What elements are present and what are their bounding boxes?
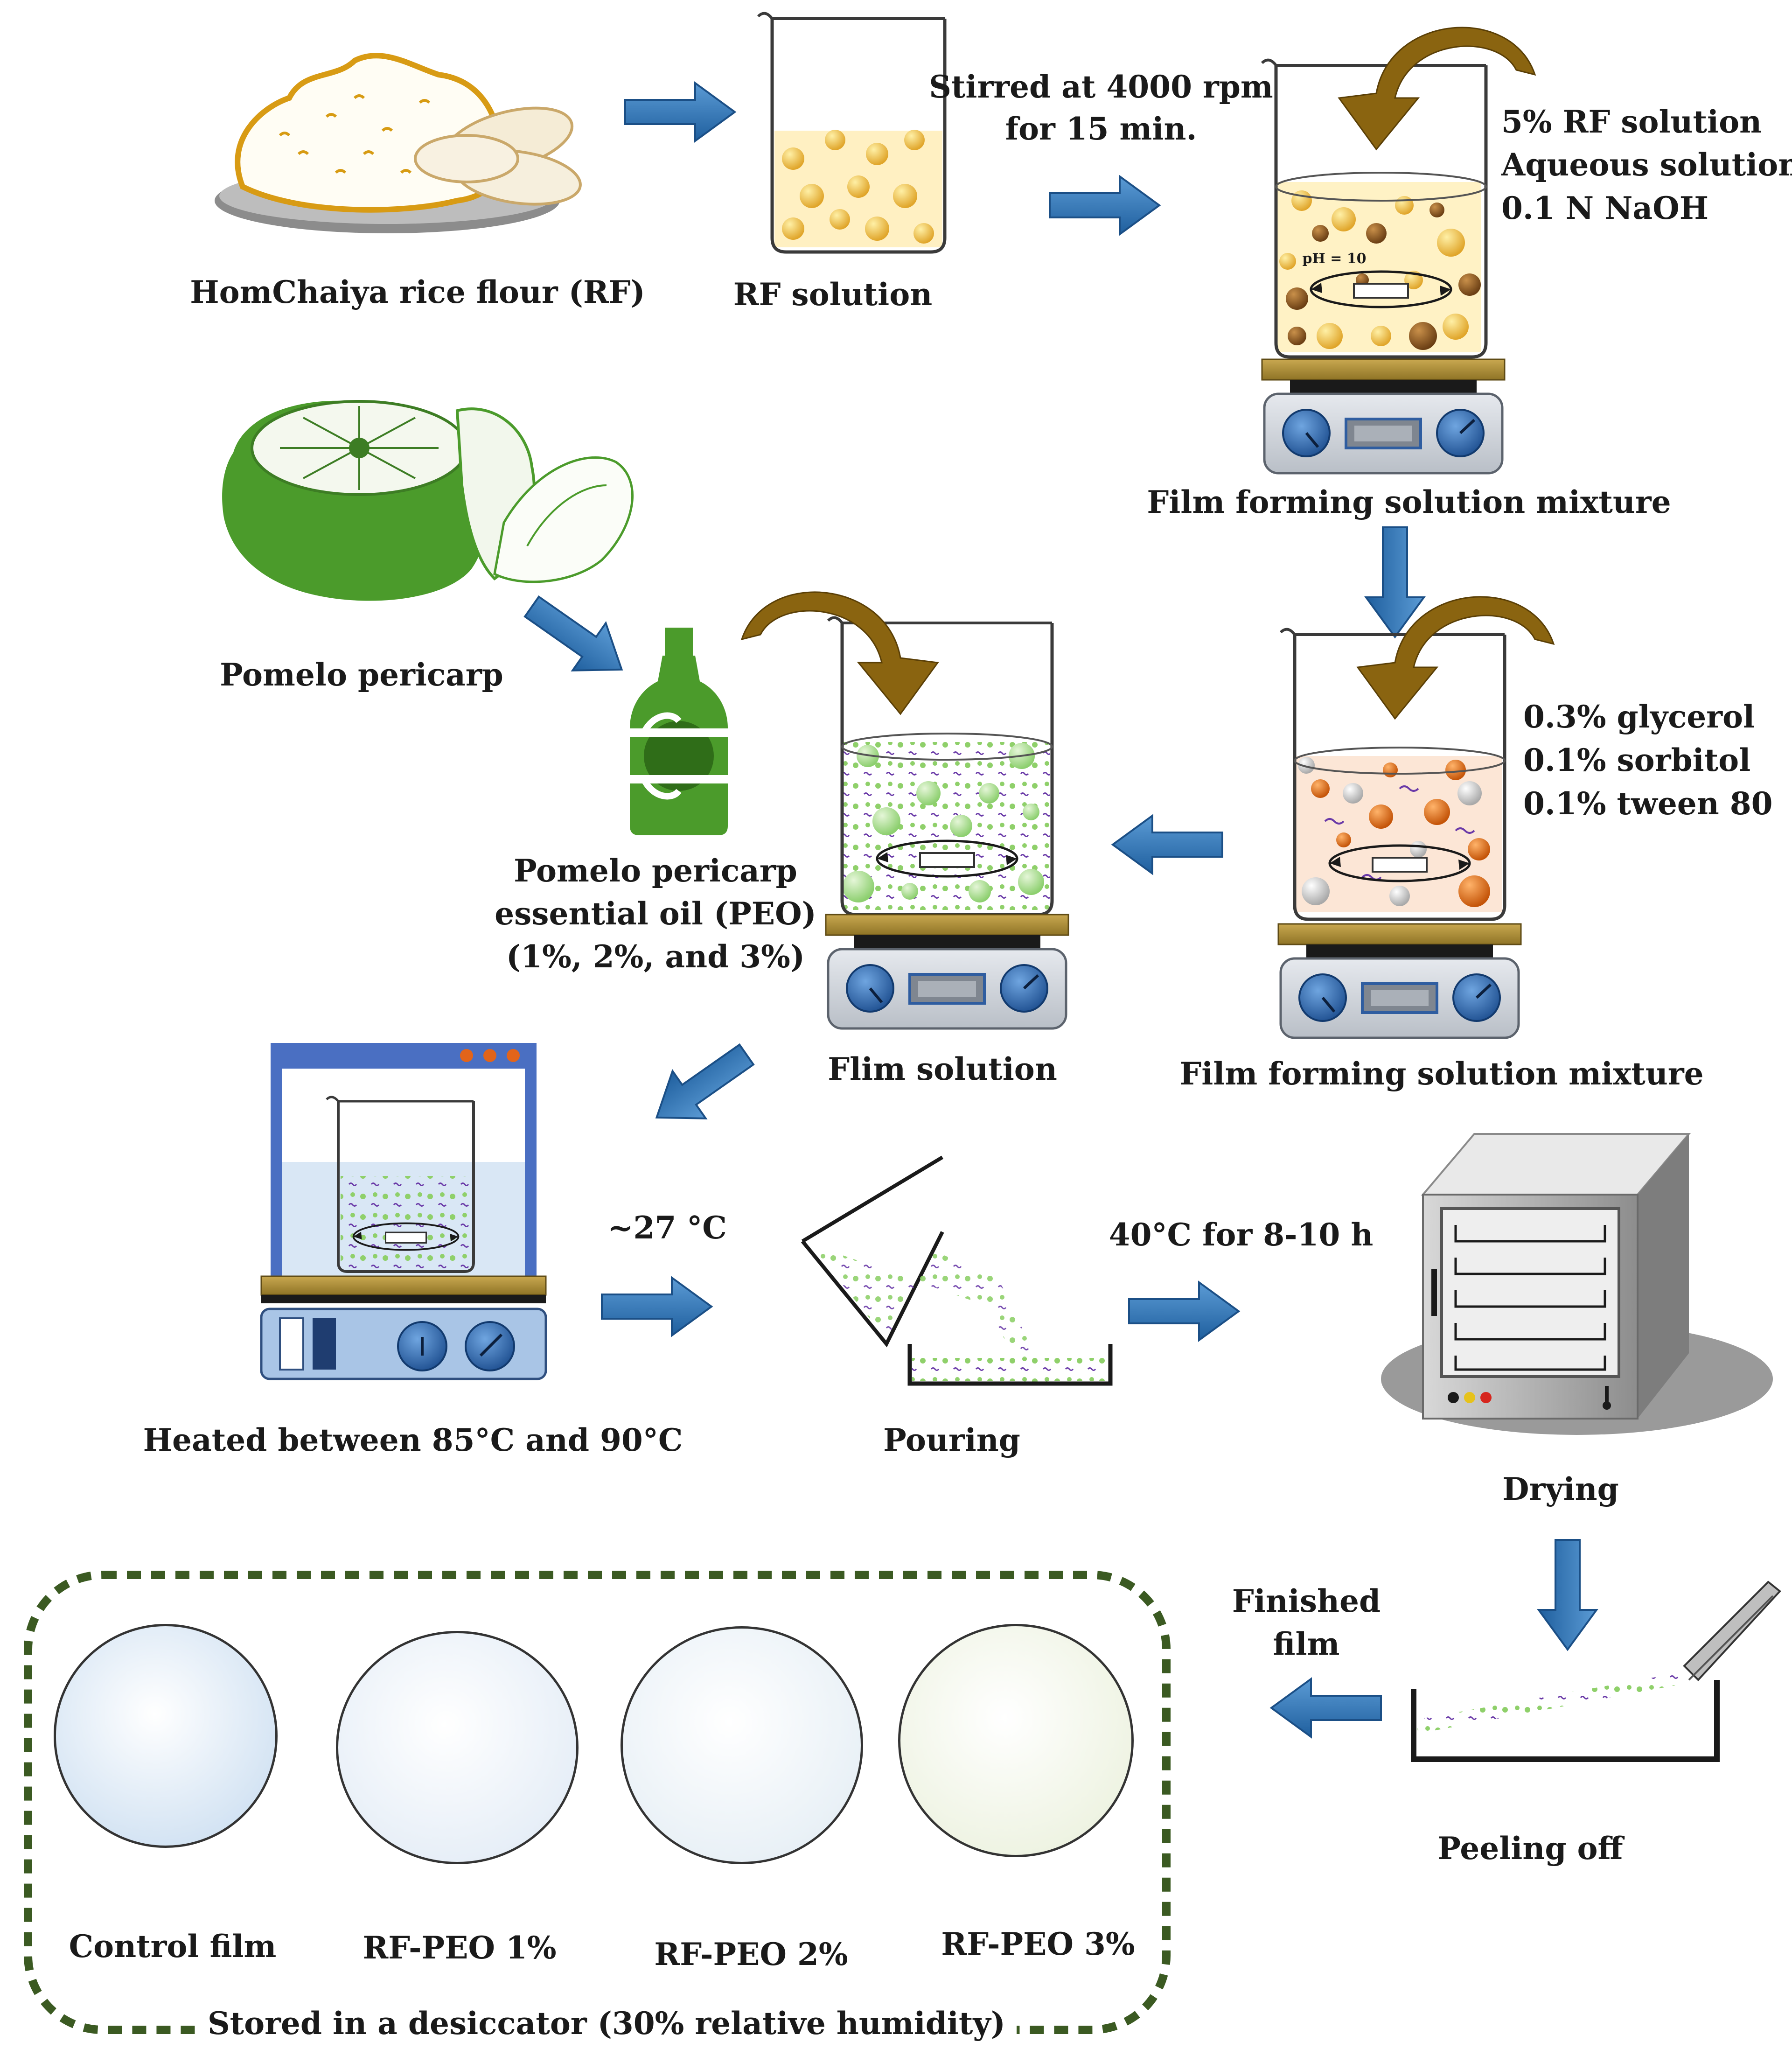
stir-condition-line2: for 15 min.	[1005, 111, 1197, 147]
rf-solution-beaker	[757, 12, 947, 254]
room-temp-label: ~27 °C	[607, 1210, 727, 1246]
peo-bottle	[630, 628, 728, 835]
aqueous-solution-label: Aqueous solution	[1501, 147, 1792, 183]
film-label-rf-peo-3: RF-PEO 3%	[941, 1926, 1135, 1962]
drying-condition-label: 40°C for 8-10 h	[1109, 1217, 1374, 1253]
arrow-down-1	[1365, 526, 1425, 638]
arrow-3	[601, 1277, 712, 1336]
film-label-rf-peo-1: RF-PEO 1%	[363, 1930, 557, 1966]
heating-label: Heated between 85°C and 90°C	[143, 1422, 683, 1458]
pomelo-pericarp-label: Pomelo pericarp	[220, 657, 503, 693]
film-rf-peo-2	[621, 1626, 863, 1864]
pouring-label: Pouring	[883, 1422, 1020, 1458]
peo-label-line3: (1%, 2%, and 3%)	[506, 938, 805, 975]
film-label-rf-peo-2: RF-PEO 2%	[654, 1936, 848, 1972]
film-control	[54, 1624, 278, 1848]
glycerol-label: 0.3% glycerol	[1523, 699, 1755, 735]
water-bath-heater	[260, 1043, 547, 1380]
peo-label-line2: essential oil (PEO)	[495, 895, 816, 932]
film-forming-top-label: Film forming solution mixture	[1147, 484, 1671, 520]
rf-solution-label: RF solution	[733, 276, 933, 313]
stirred-mixture-setup	[1262, 27, 1536, 473]
tween-label: 0.1% tween 80	[1523, 785, 1773, 822]
diagonal-arrow-film	[639, 1030, 764, 1142]
diagonal-arrow-pomelo	[514, 582, 640, 694]
film-rf-peo-3	[898, 1624, 1134, 1857]
peeling-label: Peeling off	[1437, 1830, 1623, 1867]
film-solution-label: Flim solution	[828, 1051, 1057, 1087]
drying-label: Drying	[1502, 1471, 1619, 1507]
film-forming-mid-label: Film forming solution mixture	[1179, 1056, 1704, 1092]
film-rf-peo-1	[336, 1631, 579, 1864]
sorbitol-label: 0.1% sorbitol	[1523, 742, 1751, 778]
arrow-1	[624, 82, 736, 142]
arrow-4	[1128, 1281, 1240, 1341]
film-label-control: Control film	[69, 1928, 277, 1965]
rf-concentration-label: 5% RF solution	[1501, 104, 1762, 140]
pomelo-pericarp-illustration	[222, 400, 634, 601]
arrow-left-2	[1270, 1678, 1382, 1738]
film-solution-setup	[741, 591, 1068, 1028]
oven-trays	[1454, 1225, 1606, 1371]
arrow-left-1	[1112, 815, 1223, 874]
rice-flour-illustration	[215, 53, 582, 233]
stir-condition-line1: Stirred at 4000 rpm	[929, 69, 1273, 105]
arrow-2	[1049, 175, 1160, 235]
finished-film-line2: film	[1273, 1626, 1340, 1662]
pouring-illustration	[801, 1155, 1113, 1386]
desiccator-label: Stored in a desiccator (30% relative hum…	[196, 2002, 1017, 2045]
naoh-label: 0.1 N NaOH	[1501, 190, 1709, 226]
ph-label: pH = 10	[1302, 251, 1367, 267]
finished-film-line1: Finished	[1232, 1583, 1381, 1619]
drying-oven	[1381, 1133, 1773, 1435]
peo-label-line1: Pomelo pericarp	[514, 853, 797, 889]
plasticizer-mixture-setup	[1278, 596, 1555, 1038]
arrow-down-2	[1538, 1539, 1597, 1650]
rice-flour-label: HomChaiya rice flour (RF)	[190, 274, 645, 310]
peeling-illustration	[1411, 1580, 1781, 1762]
